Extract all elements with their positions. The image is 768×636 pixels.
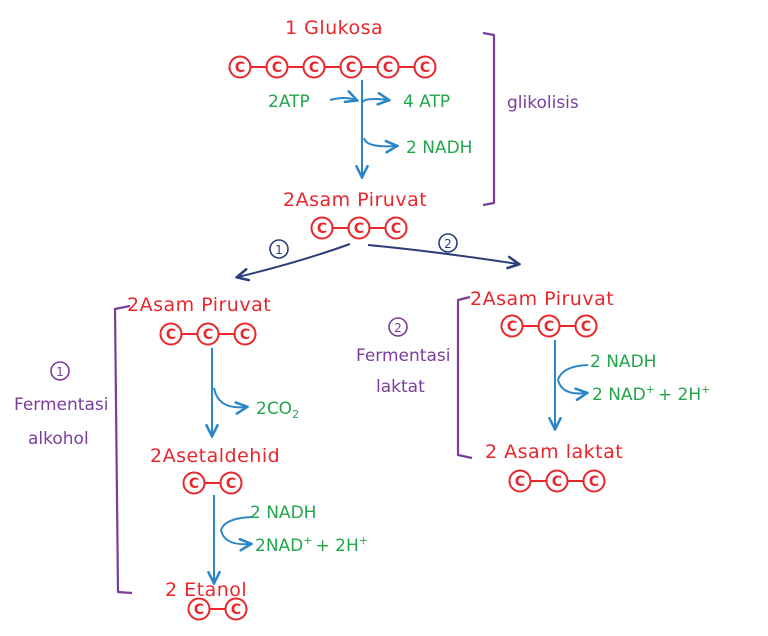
carbon-symbol: C — [194, 602, 204, 618]
lactate-label: 2 Asam laktat — [485, 441, 623, 463]
top-pyruvate-label: 2Asam Piruvat — [283, 189, 427, 211]
carbon-symbol: C — [231, 602, 241, 618]
alcohol-number: 1 — [56, 365, 64, 379]
alcohol-pyruvate-label: 2Asam Piruvat — [127, 294, 271, 316]
lactic-bracket — [456, 295, 473, 460]
carbon-atom — [219, 471, 243, 495]
lactic-label-line2: laktat — [376, 377, 425, 397]
carbon-symbol: C — [589, 474, 599, 490]
carbon-symbol: C — [272, 60, 282, 76]
carbon-atom — [224, 597, 248, 621]
carbon-symbol: C — [309, 60, 319, 76]
acetaldehyde-label: 2Asetaldehid — [150, 445, 280, 467]
branch-arrow-lactic — [367, 244, 518, 264]
co2-label: 2CO2 — [256, 399, 299, 421]
atp-output-label: 4 ATP — [403, 92, 450, 112]
carbon-atom — [384, 216, 408, 240]
carbon-symbol: C — [203, 327, 213, 343]
alcohol-label-line1: Fermentasi — [14, 395, 108, 415]
atp-input-label: 2ATP — [268, 92, 310, 112]
lactic-number: 2 — [394, 321, 402, 335]
glycolysis-bracket — [482, 31, 496, 207]
branch-marker-one — [269, 239, 289, 259]
lactic-pyruvate-label: 2Asam Piruvat — [470, 288, 614, 310]
carbon-symbol: C — [383, 60, 393, 76]
lactic-nadh-label: 2 NADH — [590, 352, 656, 372]
atp-output-arrow — [361, 99, 388, 103]
ethanol-label: 2 Etanol — [165, 579, 247, 601]
branch-arrow-alcohol — [238, 243, 351, 277]
carbon-symbol: C — [166, 327, 176, 343]
atp-input-arrow — [329, 98, 356, 100]
carbon-symbol: C — [189, 476, 199, 492]
carbon-symbol: C — [420, 60, 430, 76]
branch-marker-two-text: 2 — [444, 237, 452, 251]
alcohol-nad-label: 2NAD++ 2H+ — [255, 534, 368, 556]
lactic-number-circle — [388, 317, 408, 337]
carbon-symbol: C — [544, 319, 554, 335]
carbon-symbol: C — [581, 319, 591, 335]
lactic-nadh-arrow — [556, 364, 588, 393]
alcohol-number-circle — [50, 361, 70, 381]
carbon-symbol: C — [317, 221, 327, 237]
carbon-symbol: C — [235, 60, 245, 76]
alcohol-bracket — [113, 304, 133, 595]
alcohol-nadh-arrow — [219, 516, 252, 544]
glycolysis-nadh-arrow — [363, 137, 396, 146]
carbon-symbol: C — [226, 476, 236, 492]
carbon-atom — [233, 322, 257, 346]
carbon-atom — [413, 55, 437, 79]
carbon-symbol: C — [240, 327, 250, 343]
alcohol-nadh-label: 2 NADH — [250, 503, 316, 523]
carbon-atom — [582, 469, 606, 493]
alcohol-label-line2: alkohol — [28, 429, 89, 449]
lactic-nad-label: 2 NAD++ 2H+ — [592, 383, 710, 405]
carbon-symbol: C — [507, 319, 517, 335]
carbon-symbol: C — [391, 221, 401, 237]
carbon-symbol: C — [346, 60, 356, 76]
carbon-symbol: C — [354, 221, 364, 237]
carbon-symbol: C — [515, 474, 525, 490]
glycolysis-nadh-label: 2 NADH — [406, 138, 472, 158]
carbon-atom — [574, 314, 598, 338]
lactic-label-line1: Fermentasi — [356, 346, 450, 366]
branch-marker-one-text: 1 — [275, 243, 283, 257]
co2-release-arrow — [213, 387, 246, 407]
glycolysis-label: glikolisis — [507, 93, 579, 113]
glucose-label: 1 Glukosa — [285, 17, 383, 39]
carbon-symbol: C — [552, 474, 562, 490]
branch-marker-two — [438, 233, 458, 253]
